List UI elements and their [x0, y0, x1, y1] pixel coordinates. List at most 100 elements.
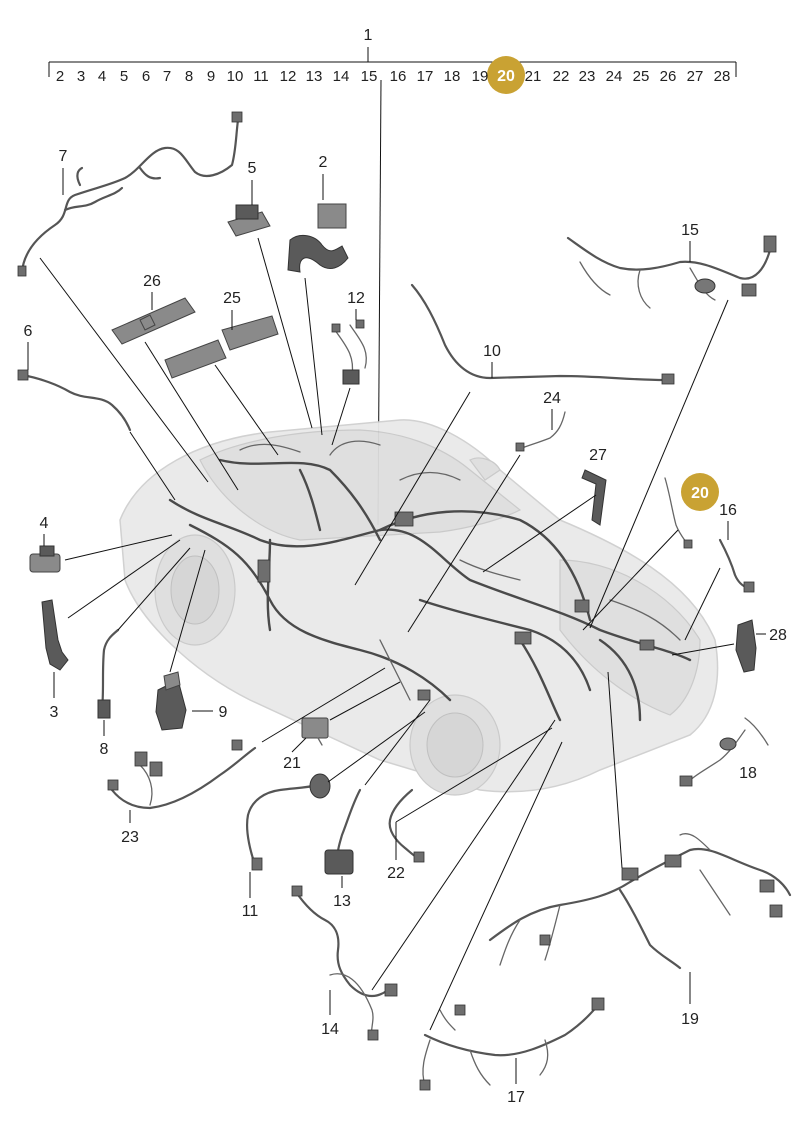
callout-10[interactable]: 10 — [483, 343, 501, 360]
part-24-cable[interactable] — [515, 411, 566, 452]
scale-number-27[interactable]: 27 — [687, 68, 704, 85]
scale-number-17[interactable]: 17 — [417, 68, 434, 85]
scale-number-9[interactable]: 9 — [207, 68, 215, 85]
scale-number-10[interactable]: 10 — [227, 68, 244, 85]
part-5-sensor[interactable] — [227, 204, 271, 237]
leader-14 — [371, 719, 556, 991]
scale-number-18[interactable]: 18 — [444, 68, 461, 85]
part-21-connector[interactable] — [301, 717, 329, 746]
callout-13[interactable]: 13 — [333, 893, 351, 910]
callout-15[interactable]: 15 — [681, 222, 699, 239]
part-16-cable[interactable] — [718, 538, 755, 593]
part-18-harness[interactable] — [679, 717, 769, 787]
scale-number-25[interactable]: 25 — [633, 68, 650, 85]
leader-23 — [261, 667, 386, 743]
leader-25 — [214, 364, 279, 456]
part-28-bracket[interactable] — [735, 619, 757, 673]
callout-26[interactable]: 26 — [143, 273, 161, 290]
leader-9 — [169, 549, 206, 673]
scale-number-15[interactable]: 15 — [361, 68, 378, 85]
callout-2[interactable]: 2 — [319, 154, 328, 171]
highlight-badge-top[interactable] — [487, 56, 525, 94]
leader-15 — [589, 299, 729, 629]
leader-19 — [607, 671, 623, 869]
scale-number-16[interactable]: 16 — [390, 68, 407, 85]
scale-number-12[interactable]: 12 — [280, 68, 297, 85]
vehicle-body — [119, 419, 719, 796]
part-13-actuator[interactable] — [324, 788, 362, 875]
callout-18[interactable]: 18 — [739, 765, 757, 782]
part-19-harness[interactable] — [488, 833, 792, 970]
part-14-harness[interactable] — [291, 885, 398, 1041]
scale-number-7[interactable]: 7 — [163, 68, 171, 85]
part-11-cable[interactable] — [246, 773, 331, 871]
leader-5 — [257, 237, 313, 429]
part-10-cable[interactable] — [410, 283, 675, 385]
scale-number-5[interactable]: 5 — [120, 68, 128, 85]
part-26-bracket[interactable] — [111, 297, 196, 345]
scale-number-3[interactable]: 3 — [77, 68, 85, 85]
scale-number-26[interactable]: 26 — [660, 68, 677, 85]
callout-17[interactable]: 17 — [507, 1089, 525, 1106]
callout-8[interactable]: 8 — [100, 741, 109, 758]
leader-20 — [582, 529, 679, 631]
callout-19[interactable]: 19 — [681, 1011, 699, 1028]
scale-number-13[interactable]: 13 — [306, 68, 323, 85]
callout-16[interactable]: 16 — [719, 502, 737, 519]
highlight-badge-20[interactable] — [681, 473, 719, 511]
callout-23[interactable]: 23 — [121, 829, 139, 846]
part-23-harness[interactable] — [107, 739, 257, 810]
scale-number-21[interactable]: 21 — [525, 68, 542, 85]
leader-13 — [364, 699, 431, 786]
scale-number-4[interactable]: 4 — [98, 68, 106, 85]
scale-number-24[interactable]: 24 — [606, 68, 623, 85]
callout-11[interactable]: 11 — [242, 903, 259, 920]
callout-4[interactable]: 4 — [40, 515, 49, 532]
callout-27[interactable]: 27 — [589, 447, 607, 464]
scale-number-20[interactable]: 20 — [497, 68, 515, 85]
callout-21[interactable]: 21 — [283, 755, 301, 772]
scale-number-8[interactable]: 8 — [185, 68, 193, 85]
part-6-cable[interactable] — [17, 369, 132, 432]
callout-25[interactable]: 25 — [223, 290, 241, 307]
callout-9[interactable]: 9 — [219, 704, 228, 721]
part-25-bracket[interactable] — [164, 315, 279, 379]
part-17-harness[interactable] — [419, 997, 605, 1091]
part-15-harness[interactable] — [566, 235, 777, 309]
part-8-cable[interactable] — [97, 628, 120, 719]
scale-number-23[interactable]: 23 — [579, 68, 596, 85]
callout-3[interactable]: 3 — [50, 704, 59, 721]
part-9-boot[interactable] — [155, 671, 187, 731]
scale-number-11[interactable]: 11 — [253, 68, 269, 85]
leader-21a — [291, 737, 307, 753]
leader-21 — [329, 681, 401, 721]
part-7-harness[interactable] — [17, 111, 243, 277]
leader-27 — [482, 494, 597, 573]
scale-number-28[interactable]: 28 — [714, 68, 731, 85]
callout-20[interactable]: 20 — [691, 485, 709, 502]
callout-22[interactable]: 22 — [387, 865, 405, 882]
part-22-cable[interactable] — [388, 788, 425, 863]
main-harness — [168, 440, 692, 722]
part-3-hose[interactable] — [41, 599, 69, 671]
scale-number-19[interactable]: 19 — [472, 68, 489, 85]
scale-number-14[interactable]: 14 — [333, 68, 350, 85]
leader-28 — [671, 643, 735, 656]
leader-6 — [129, 431, 176, 501]
callout-14[interactable]: 14 — [321, 1021, 339, 1038]
callout-1: 1 — [364, 27, 373, 44]
part-12-harness[interactable] — [331, 319, 367, 385]
scale-number-6[interactable]: 6 — [142, 68, 150, 85]
callout-24[interactable]: 24 — [543, 390, 561, 407]
callout-12[interactable]: 12 — [347, 290, 365, 307]
scale-number-22[interactable]: 22 — [553, 68, 570, 85]
callout-7[interactable]: 7 — [59, 148, 68, 165]
scale-number-2[interactable]: 2 — [56, 68, 64, 85]
part-4-sensor[interactable] — [29, 545, 61, 573]
callout-28[interactable]: 28 — [769, 627, 787, 644]
callout-5[interactable]: 5 — [248, 160, 257, 177]
part-20-cable[interactable] — [664, 477, 693, 549]
part-2-connector[interactable] — [287, 203, 349, 273]
callout-6[interactable]: 6 — [24, 323, 33, 340]
part-27-bracket[interactable] — [581, 469, 607, 526]
